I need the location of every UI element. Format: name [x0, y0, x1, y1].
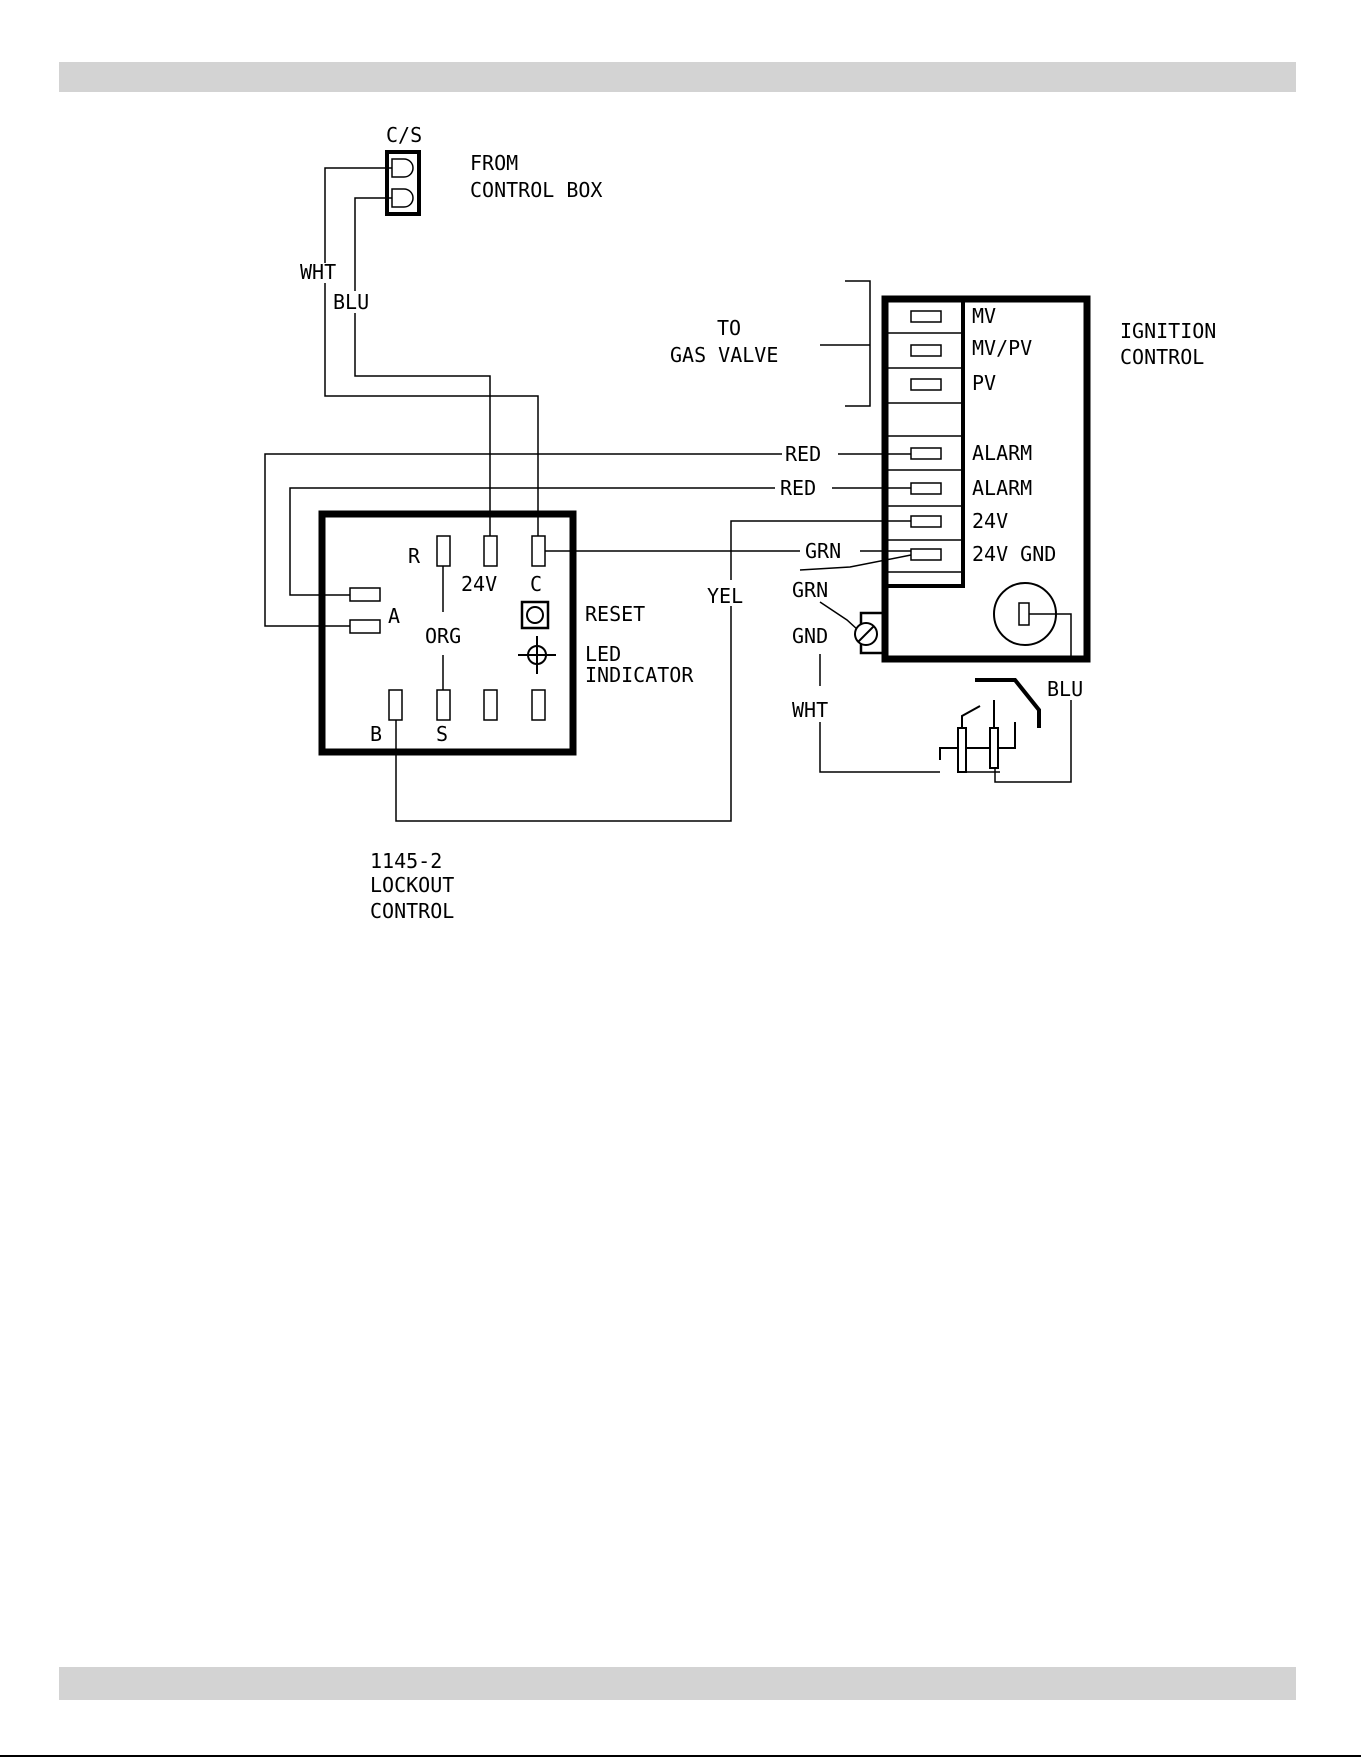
wire-label-wht: WHT [300, 260, 336, 284]
connector-note-2: CONTROL BOX [470, 178, 602, 202]
label-24v: 24V [461, 572, 497, 596]
ign-terminal-pv [911, 379, 941, 390]
gas-valve-label-2: GAS VALVE [670, 343, 778, 367]
blu-wire-2-bottom [995, 700, 1071, 782]
gas-valve-label-1: TO [717, 316, 741, 340]
ign-label-alarm-2: ALARM [972, 476, 1032, 500]
reset-button-knob [527, 607, 543, 623]
ign-label-alarm-1: ALARM [972, 441, 1032, 465]
ign-terminal-mvpv [911, 345, 941, 356]
wire-label-wht-2: WHT [792, 698, 828, 722]
spark-terminal [1019, 603, 1029, 625]
ign-label-24v-gnd: 24V GND [972, 542, 1056, 566]
connector-note-1: FROM [470, 151, 518, 175]
terminal-b [389, 690, 402, 720]
led-indicator-icon [518, 636, 556, 674]
terminal-blank-1 [484, 690, 497, 720]
ignition-title-1: IGNITION [1120, 319, 1216, 343]
terminal-a1 [350, 588, 380, 601]
blu-wire-2-top [1029, 614, 1071, 660]
lockout-caption-2: LOCKOUT [370, 873, 454, 897]
wht-wire-top [325, 168, 392, 263]
terminal-a2 [350, 620, 380, 633]
label-c: C [530, 572, 542, 596]
ign-terminal-mv [911, 311, 941, 322]
ground-screw-icon [855, 623, 877, 645]
wire-label-gnd: GND [792, 624, 828, 648]
reset-label: RESET [585, 602, 645, 626]
ign-terminal-alarm-1 [911, 448, 941, 459]
ignition-title-2: CONTROL [1120, 345, 1204, 369]
wht-wire-2-bottom [820, 722, 940, 772]
blu-wire-down [355, 313, 490, 536]
ign-terminal-24v-gnd [911, 549, 941, 560]
label-org: ORG [425, 624, 461, 648]
wire-label-blu: BLU [333, 290, 369, 314]
wire-label-blu-2: BLU [1047, 677, 1083, 701]
terminal-blank-2 [532, 690, 545, 720]
pilot-burner-icon [940, 680, 1039, 772]
label-a: A [388, 604, 400, 628]
wire-label-grn-1: GRN [805, 539, 841, 563]
terminal-r [437, 536, 450, 566]
ign-terminal-24v [911, 516, 941, 527]
ignition-terminal-strip [886, 300, 963, 586]
label-r: R [408, 544, 421, 568]
wire-label-red-1: RED [785, 442, 821, 466]
wht-wire-down [325, 283, 538, 536]
label-b: B [370, 722, 382, 746]
ign-label-24v: 24V [972, 509, 1008, 533]
wire-label-red-2: RED [780, 476, 816, 500]
connector-label: C/S [386, 123, 422, 147]
wire-label-yel: YEL [707, 584, 743, 608]
reset-button [522, 602, 548, 628]
wire-label-grn-2: GRN [792, 578, 828, 602]
terminal-c [532, 536, 545, 566]
terminal-s [437, 690, 450, 720]
label-s: S [436, 722, 448, 746]
ign-label-pv: PV [972, 371, 996, 395]
ign-label-mv: MV [972, 304, 996, 328]
led-label-2: INDICATOR [585, 663, 694, 687]
cs-connector [387, 152, 419, 214]
ign-label-mvpv: MV/PV [972, 336, 1032, 360]
ign-terminal-alarm-2 [911, 483, 941, 494]
gas-valve-bracket [845, 281, 870, 406]
terminal-24v [484, 536, 497, 566]
red-wire-1-left [265, 454, 782, 626]
lockout-caption-1: 1145-2 [370, 849, 442, 873]
lockout-caption-3: CONTROL [370, 899, 454, 923]
